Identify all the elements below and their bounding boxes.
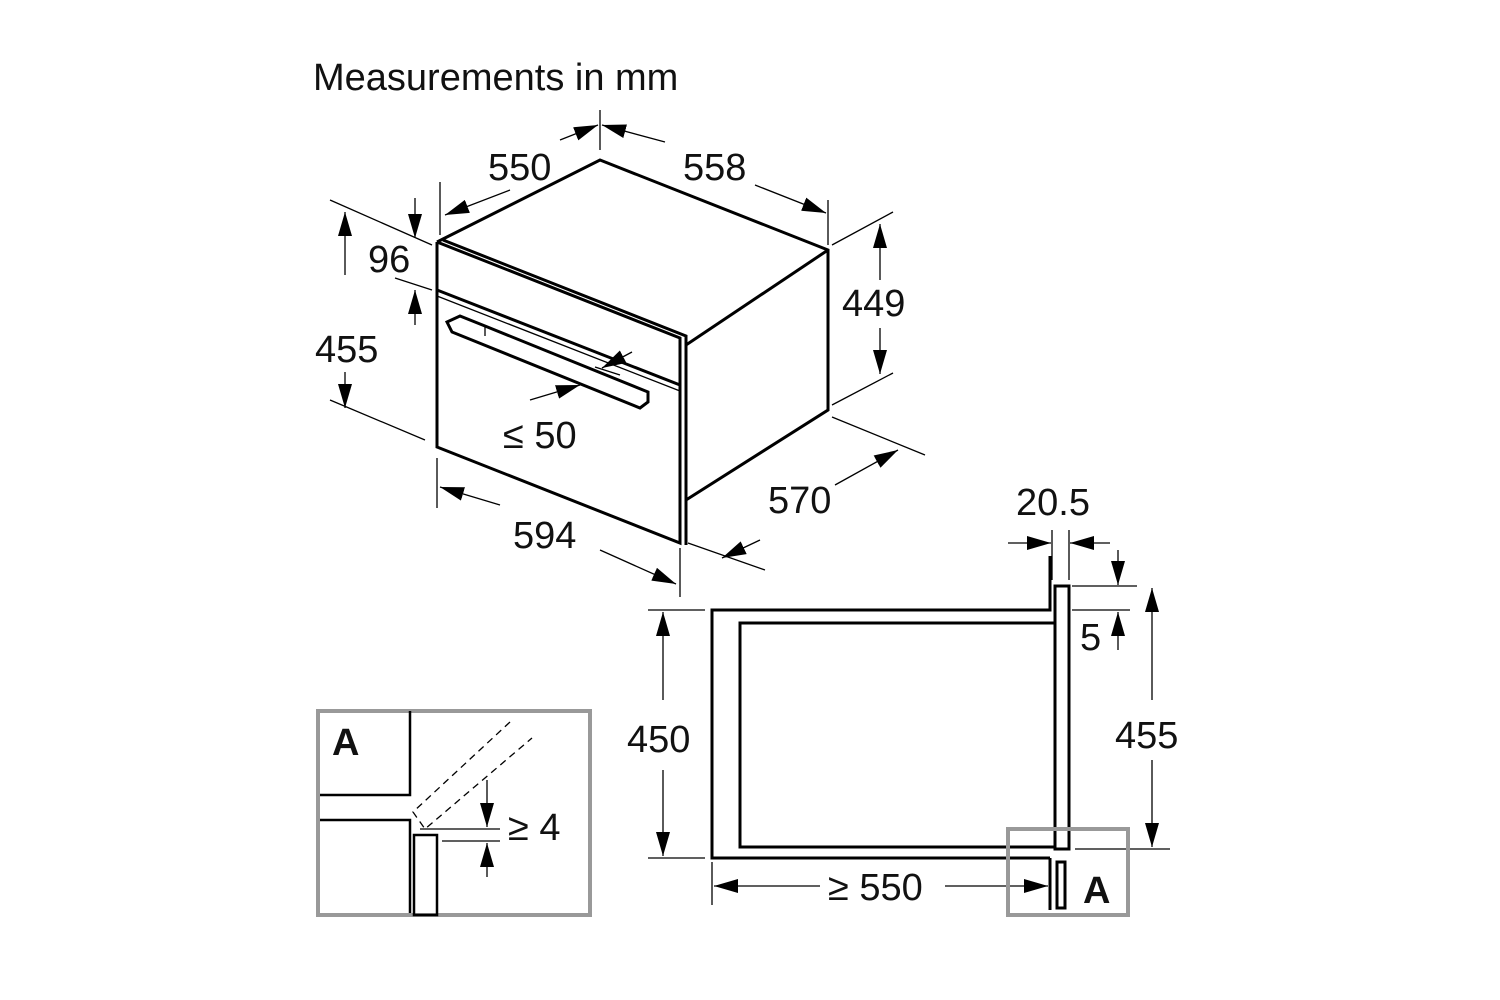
diagram-title: Measurements in mm [313, 57, 678, 99]
dim-550: 550 [488, 147, 551, 189]
oven-isometric [435, 158, 830, 546]
dim-455-front: 455 [315, 329, 378, 371]
dim-550-niche: ≥ 550 [828, 867, 923, 909]
dim-5: 5 [1080, 617, 1101, 659]
dim-449: 449 [842, 283, 905, 325]
dim-96: 96 [368, 239, 410, 281]
detail-a-inset: ≥ 4 A [316, 709, 592, 917]
dim-570: 570 [768, 480, 831, 522]
dim-handle-50: ≤ 50 [503, 415, 577, 457]
detail-a-marker [1006, 827, 1130, 917]
dim-450: 450 [627, 719, 690, 761]
detail-a-label: A [332, 722, 359, 764]
dim-455-section: 455 [1115, 715, 1178, 757]
dim-594: 594 [513, 515, 576, 557]
side-section: 20.5 5 450 455 ≥ 550 A [627, 482, 1178, 917]
oven-dimensions: 550 558 455 96 449 ≤ 50 594 570 [315, 110, 926, 597]
dim-20-5: 20.5 [1016, 482, 1090, 524]
detail-a-ref: A [1083, 870, 1110, 912]
dim-558: 558 [683, 147, 746, 189]
dim-gap-4: ≥ 4 [508, 807, 561, 849]
